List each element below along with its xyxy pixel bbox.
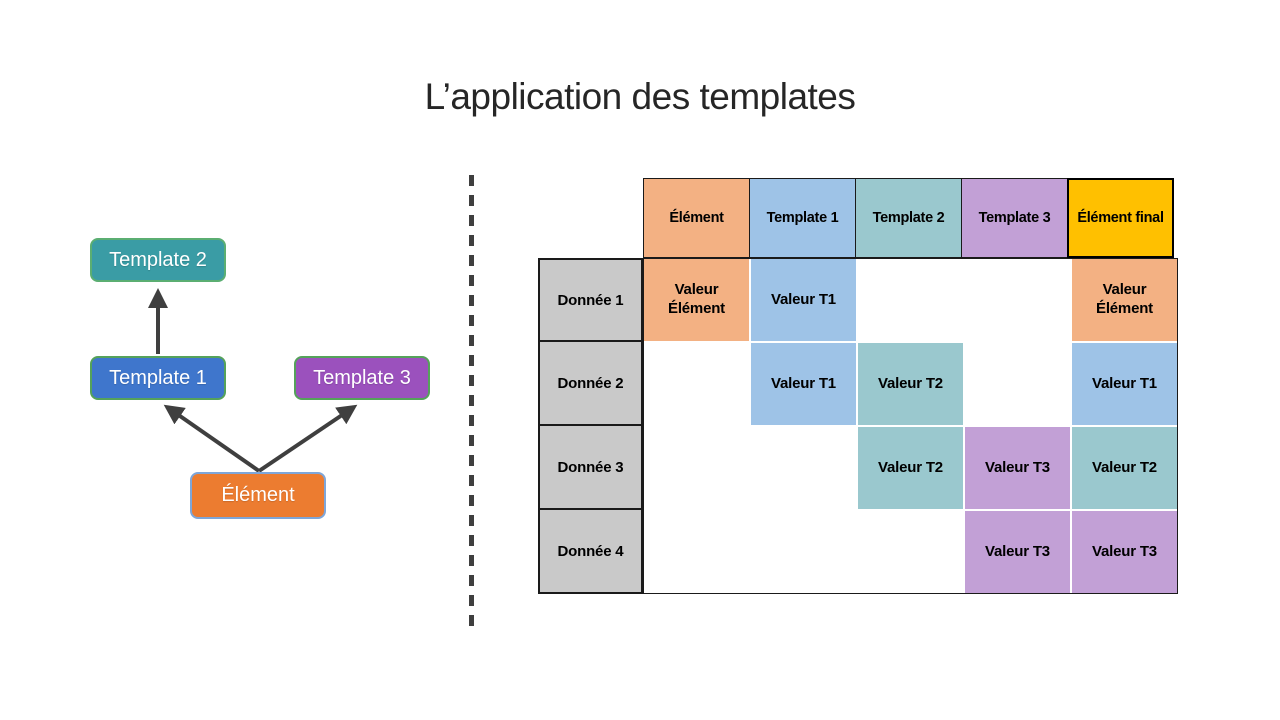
diagram-box-template3: Template 3 xyxy=(294,356,430,400)
diagram-box-element-label: Élément xyxy=(221,484,295,506)
cell-donnee1-template1: Valeur T1 xyxy=(751,259,856,341)
cell-donnee3-template3: Valeur T3 xyxy=(965,427,1070,509)
cell-donnee4-element-final: Valeur T3 xyxy=(1072,511,1177,593)
arrow-element-to-template1 xyxy=(163,404,261,473)
arrow-element-to-template3 xyxy=(257,404,358,473)
slide-title: L’application des templates xyxy=(424,76,856,117)
diagram-box-element: Élément xyxy=(190,472,326,519)
cell-donnee2-template2: Valeur T2 xyxy=(858,343,963,425)
row-label-donnee2: Donnée 2 xyxy=(538,340,643,426)
table-header-template3: Template 3 xyxy=(961,178,1068,258)
diagram-box-template1: Template 1 xyxy=(90,356,226,400)
diagram-box-template3-label: Template 3 xyxy=(313,366,411,389)
cell-donnee2-template1: Valeur T1 xyxy=(751,343,856,425)
table-header-row: Élément Template 1 Template 2 Template 3… xyxy=(643,178,1174,258)
template-mapping-table: Élément Template 1 Template 2 Template 3… xyxy=(538,178,1178,594)
row-label-donnee4: Donnée 4 xyxy=(538,508,643,594)
table-header-element-final: Élément final xyxy=(1067,178,1174,258)
table-row-label-column: Donnée 1 Donnée 2 Donnée 3 Donnée 4 xyxy=(538,258,643,594)
table-header-template2: Template 2 xyxy=(855,178,962,258)
diagram-arrows xyxy=(148,288,358,473)
diagram-box-template2: Template 2 xyxy=(90,238,226,282)
cell-donnee3-template2: Valeur T2 xyxy=(858,427,963,509)
dashed-divider-line xyxy=(469,175,474,628)
table-header-template1: Template 1 xyxy=(749,178,856,258)
cell-donnee4-template3: Valeur T3 xyxy=(965,511,1070,593)
table-header-element: Élément xyxy=(643,178,750,258)
row-label-donnee1: Donnée 1 xyxy=(538,258,643,342)
row-label-donnee3: Donnée 3 xyxy=(538,424,643,510)
diagram-box-template1-label: Template 1 xyxy=(109,366,207,389)
cell-donnee1-element: Valeur Élément xyxy=(644,259,749,341)
cell-donnee3-element-final: Valeur T2 xyxy=(1072,427,1177,509)
diagram-box-template2-label: Template 2 xyxy=(109,248,207,271)
cell-donnee2-element-final: Valeur T1 xyxy=(1072,343,1177,425)
template-application-diagram: Template 2 Template 1 Template 3 Élément xyxy=(0,0,470,720)
cell-donnee1-element-final: Valeur Élément xyxy=(1072,259,1177,341)
